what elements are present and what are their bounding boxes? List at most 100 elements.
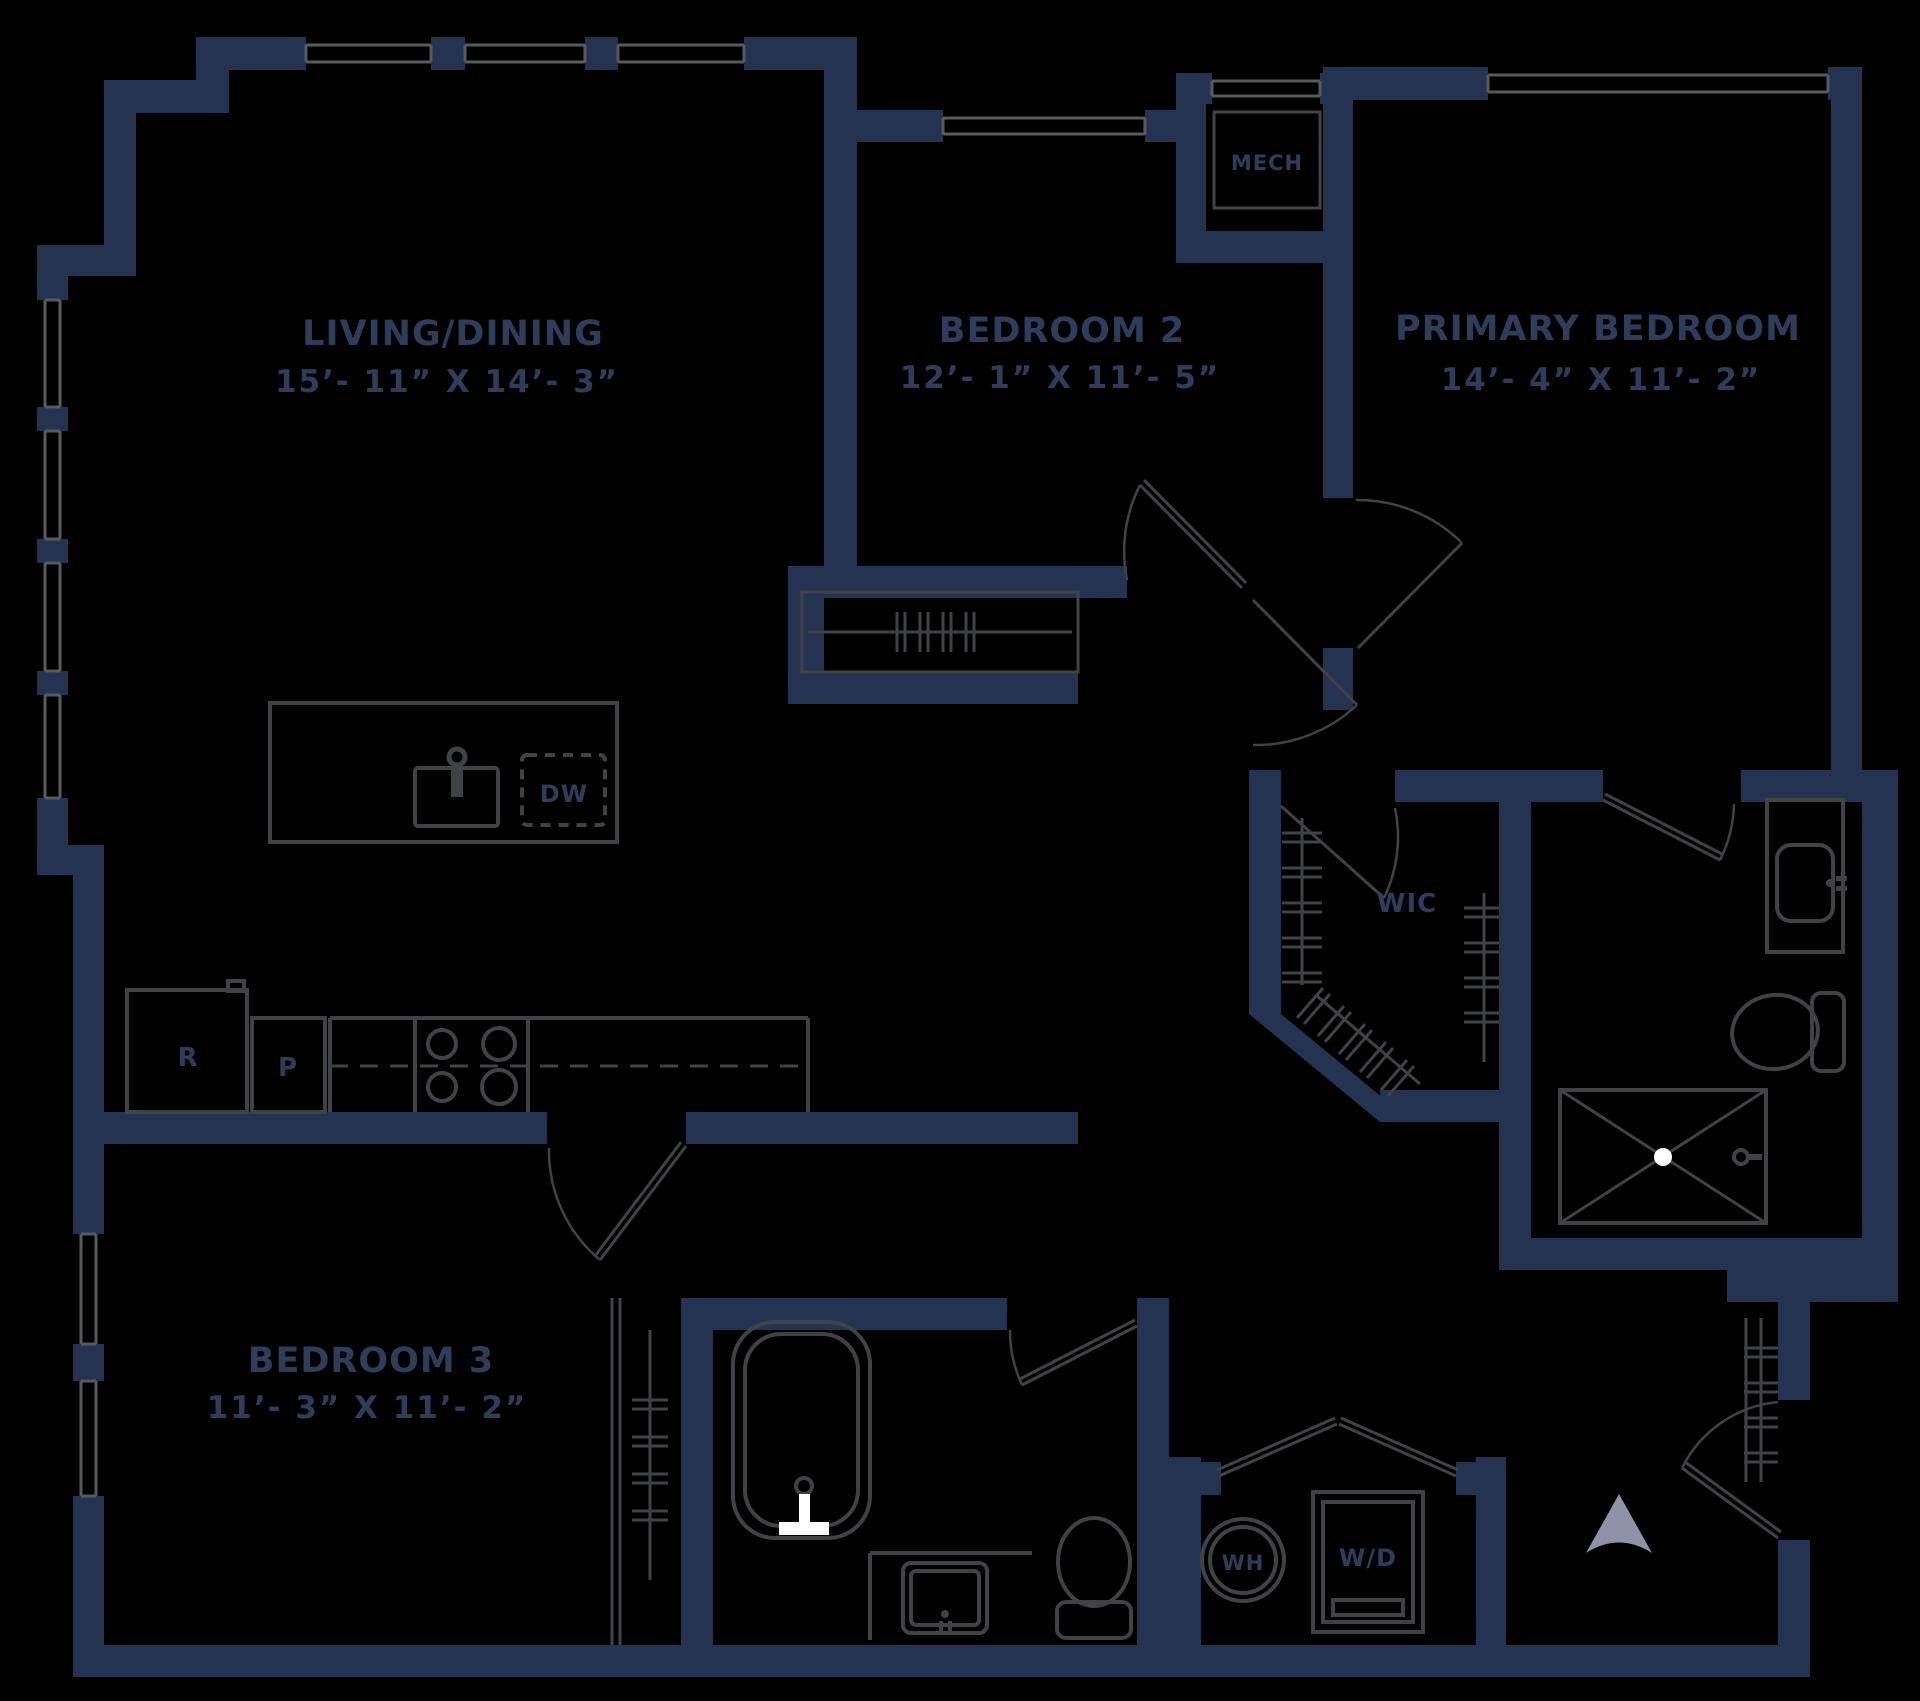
door-bedroom3 <box>547 1141 688 1261</box>
washer-dryer-outline <box>1311 1490 1425 1634</box>
wall-segment <box>1778 1302 1810 1400</box>
window <box>73 1232 104 1346</box>
label-dishwasher: DW <box>540 780 588 808</box>
wall-segment <box>1249 1014 1412 1122</box>
room-dims-primary: 14’- 4” X 11’- 2” <box>1441 362 1762 398</box>
window <box>463 37 587 70</box>
window <box>37 298 68 409</box>
label-refrigerator: R <box>177 1043 198 1073</box>
tub-faucet <box>799 1494 810 1526</box>
wall-segment <box>686 1112 1078 1144</box>
laundry-fixtures <box>1200 1490 1425 1634</box>
shower <box>1558 1088 1768 1225</box>
bath2-vanity-sink <box>868 1551 1032 1640</box>
wall-segment <box>788 672 1078 704</box>
hanger-ticks <box>1464 906 1499 1024</box>
label-water-heater: WH <box>1222 1551 1265 1575</box>
doors <box>547 478 1782 1540</box>
hanger-ticks <box>1282 831 1322 984</box>
labels: LIVING/DINING 15’- 11” X 14’- 3” BEDROOM… <box>177 151 1800 1575</box>
wall-segment <box>1831 67 1862 800</box>
wall-segment <box>1499 770 1531 1270</box>
room-dims-bedroom3: 11’- 3” X 11’- 2” <box>207 1390 528 1426</box>
dishwasher-outline <box>520 753 607 827</box>
window <box>304 37 433 70</box>
door-entry <box>1680 1400 1782 1540</box>
wall-segment <box>1531 770 1603 802</box>
window <box>1486 67 1830 100</box>
wall-segment <box>1862 770 1898 1302</box>
wall-segment <box>73 1645 1810 1677</box>
door-laundry-double <box>1216 1416 1459 1478</box>
wall-segment <box>1778 1540 1810 1677</box>
door-suite-hall <box>1251 598 1359 747</box>
door-bathroom2 <box>1008 1318 1138 1387</box>
primary-bath-fixtures <box>1558 798 1847 1225</box>
range-burners <box>413 1018 530 1112</box>
label-washer-dryer: W/D <box>1339 1544 1397 1572</box>
island-faucet-stem <box>451 763 463 797</box>
toilet <box>1730 991 1846 1073</box>
bedroom3-closet <box>610 1298 668 1645</box>
window <box>37 429 68 541</box>
room-label-living: LIVING/DINING <box>302 314 604 354</box>
wall-segment <box>681 1298 713 1645</box>
bath-vanity-sink <box>1765 798 1847 954</box>
hanger-ticks <box>632 1398 668 1522</box>
refrigerator-handle <box>226 979 246 993</box>
wall-segment <box>1249 770 1281 1014</box>
label-pantry: P <box>278 1053 298 1083</box>
wall-segment <box>824 37 857 592</box>
wall-segment <box>1169 1457 1201 1645</box>
water-heater-outline <box>1200 1517 1286 1603</box>
kitchen-counter <box>125 979 810 1114</box>
window <box>73 1379 104 1498</box>
bedroom2-closet <box>800 590 1080 674</box>
north-arrow-icon <box>1586 1494 1652 1553</box>
walls <box>37 37 1898 1677</box>
window <box>1210 73 1322 104</box>
fixtures <box>125 110 1847 1645</box>
window <box>37 693 68 800</box>
refrigerator-outline <box>125 988 249 1114</box>
window <box>941 110 1147 142</box>
door-primary-bedroom <box>1355 498 1464 650</box>
mech-unit-outline <box>1212 110 1322 210</box>
door-primary-bath <box>1602 792 1736 862</box>
shower-drain <box>1654 1148 1672 1166</box>
hanger-ticks <box>1744 1346 1778 1464</box>
window <box>616 37 746 70</box>
label-mech: MECH <box>1231 151 1303 175</box>
hanger-ticks <box>895 612 976 652</box>
label-wic: WIC <box>1377 889 1437 919</box>
wall-segment <box>1499 1238 1898 1270</box>
hanger-ticks <box>1295 987 1416 1097</box>
wall-segment <box>1201 1462 1221 1495</box>
wall-segment <box>73 1112 547 1144</box>
room-label-bedroom3: BEDROOM 3 <box>248 1341 494 1381</box>
wall-segment <box>1137 1298 1169 1645</box>
wall-segment <box>1323 648 1353 710</box>
window <box>37 561 68 673</box>
room-label-bedroom2: BEDROOM 2 <box>939 311 1185 351</box>
tub-faucet-bar <box>779 1522 829 1535</box>
room-dims-living: 15’- 11” X 14’- 3” <box>275 364 619 400</box>
wall-segment <box>104 80 136 276</box>
closet-rod <box>1315 993 1421 1086</box>
door-bedroom2 <box>1122 478 1248 590</box>
bathtub <box>731 1320 872 1540</box>
wall-segment <box>1727 1270 1898 1302</box>
wall-segment <box>1476 1457 1506 1645</box>
kitchen-island <box>268 701 619 844</box>
wic-closet-rods <box>1282 818 1499 1097</box>
toilet <box>1055 1516 1133 1640</box>
room-dims-bedroom2: 12’- 1” X 11’- 5” <box>900 360 1221 396</box>
door-wic <box>1280 804 1400 900</box>
wall-segment <box>1456 1462 1476 1495</box>
pantry-outline <box>250 1016 327 1114</box>
wall-segment <box>1741 770 1862 802</box>
wall-segment <box>1323 67 1353 498</box>
entry-closet <box>1744 1318 1778 1482</box>
